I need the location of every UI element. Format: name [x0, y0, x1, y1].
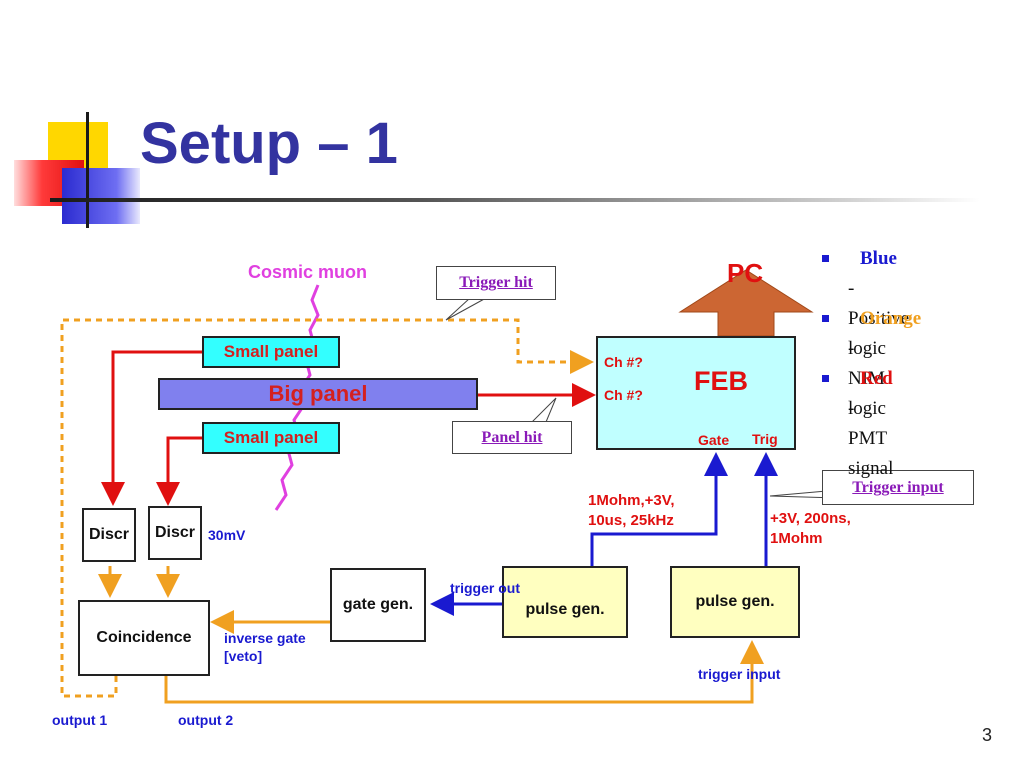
feb-channel-1: Ch #? — [604, 354, 643, 370]
inverse-gate-label: inverse gate — [224, 630, 306, 646]
callout-trigger-hit: Trigger hit — [436, 266, 556, 300]
wire-output2-to-pulse-gen — [164, 640, 764, 704]
title-decoration-line — [86, 112, 89, 228]
feb-trig-label: Trig — [752, 431, 778, 447]
gate-params-line2: 10us, 25kHz — [588, 512, 674, 529]
pulse-gen-1: pulse gen. — [502, 566, 628, 638]
title-underline — [50, 198, 980, 202]
cosmic-muon-label: Cosmic muon — [248, 262, 368, 282]
output-1-label: output 1 — [52, 712, 108, 728]
bullet-icon — [822, 315, 829, 322]
legend-blue-desc: - Positive logic — [848, 278, 910, 359]
bullet-icon — [822, 375, 829, 382]
callout-panel-hit-pointer — [531, 397, 557, 423]
threshold-label: 30mV — [208, 527, 246, 543]
gate-gen-box: gate gen. — [330, 568, 426, 642]
legend-orange-desc: - NIM logic — [848, 338, 886, 419]
trig-params-line2: 1Mohm — [770, 530, 823, 547]
pulse-gen-2: pulse gen. — [670, 566, 800, 638]
wire-pulse-gen-to-gate — [590, 452, 728, 566]
callout-trigger-hit-pointer — [445, 297, 487, 321]
feb-gate-label: Gate — [698, 432, 730, 448]
trig-params-line1: +3V, 200ns, — [770, 510, 851, 527]
legend-red-desc: - PMT signal — [848, 398, 894, 479]
callout-trigger-input: Trigger input — [822, 470, 974, 505]
discr-right: Discr — [148, 506, 202, 560]
big-panel: Big panel — [158, 378, 478, 410]
trigger-out-label: trigger out — [450, 580, 520, 596]
callout-trigger-input-pointer — [769, 489, 839, 499]
gate-params-line1: 1Mohm,+3V, — [588, 492, 675, 509]
discr-left: Discr — [82, 508, 136, 562]
feb-box — [596, 336, 796, 450]
feb-label: FEB — [694, 366, 748, 396]
slide-title: Setup – 1 — [140, 111, 398, 176]
output-2-label: output 2 — [178, 712, 234, 728]
bullet-icon — [822, 255, 829, 262]
wire-output1-trigger-hit — [60, 318, 594, 698]
coincidence-box: Coincidence — [78, 600, 210, 676]
legend-red-name: Red — [860, 368, 893, 389]
pc-arrow — [678, 269, 814, 337]
wire-small-bottom-to-discr — [156, 436, 202, 506]
pc-label: PC — [727, 258, 764, 288]
wire-small-top-to-discr — [101, 350, 202, 506]
veto-label: [veto] — [224, 648, 263, 664]
small-panel-top: Small panel — [202, 336, 340, 368]
trigger-input-label: trigger input — [698, 666, 781, 682]
callout-panel-hit: Panel hit — [452, 421, 572, 454]
small-panel-bottom: Small panel — [202, 422, 340, 454]
title-decoration-blue — [62, 168, 140, 224]
legend-blue-name: Blue — [860, 248, 897, 269]
page-number: 3 — [981, 725, 992, 745]
feb-channel-2: Ch #? — [604, 387, 643, 403]
legend-orange-name: Orange — [860, 308, 922, 329]
